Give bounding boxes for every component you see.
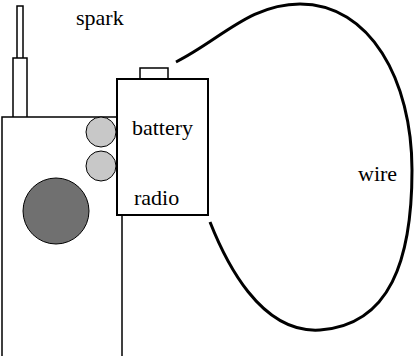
- battery-label: battery: [118, 116, 207, 140]
- radio-speaker: [23, 178, 89, 244]
- wire: [176, 4, 412, 330]
- part-label: wire: [358, 162, 397, 186]
- radio-body: [2, 117, 122, 356]
- antenna-base: [13, 58, 27, 118]
- part-label: spark: [76, 6, 124, 30]
- radio-knob: [86, 117, 116, 147]
- part-label: radio: [134, 186, 179, 210]
- antenna-tip: [17, 6, 23, 60]
- radio-knob: [86, 151, 116, 181]
